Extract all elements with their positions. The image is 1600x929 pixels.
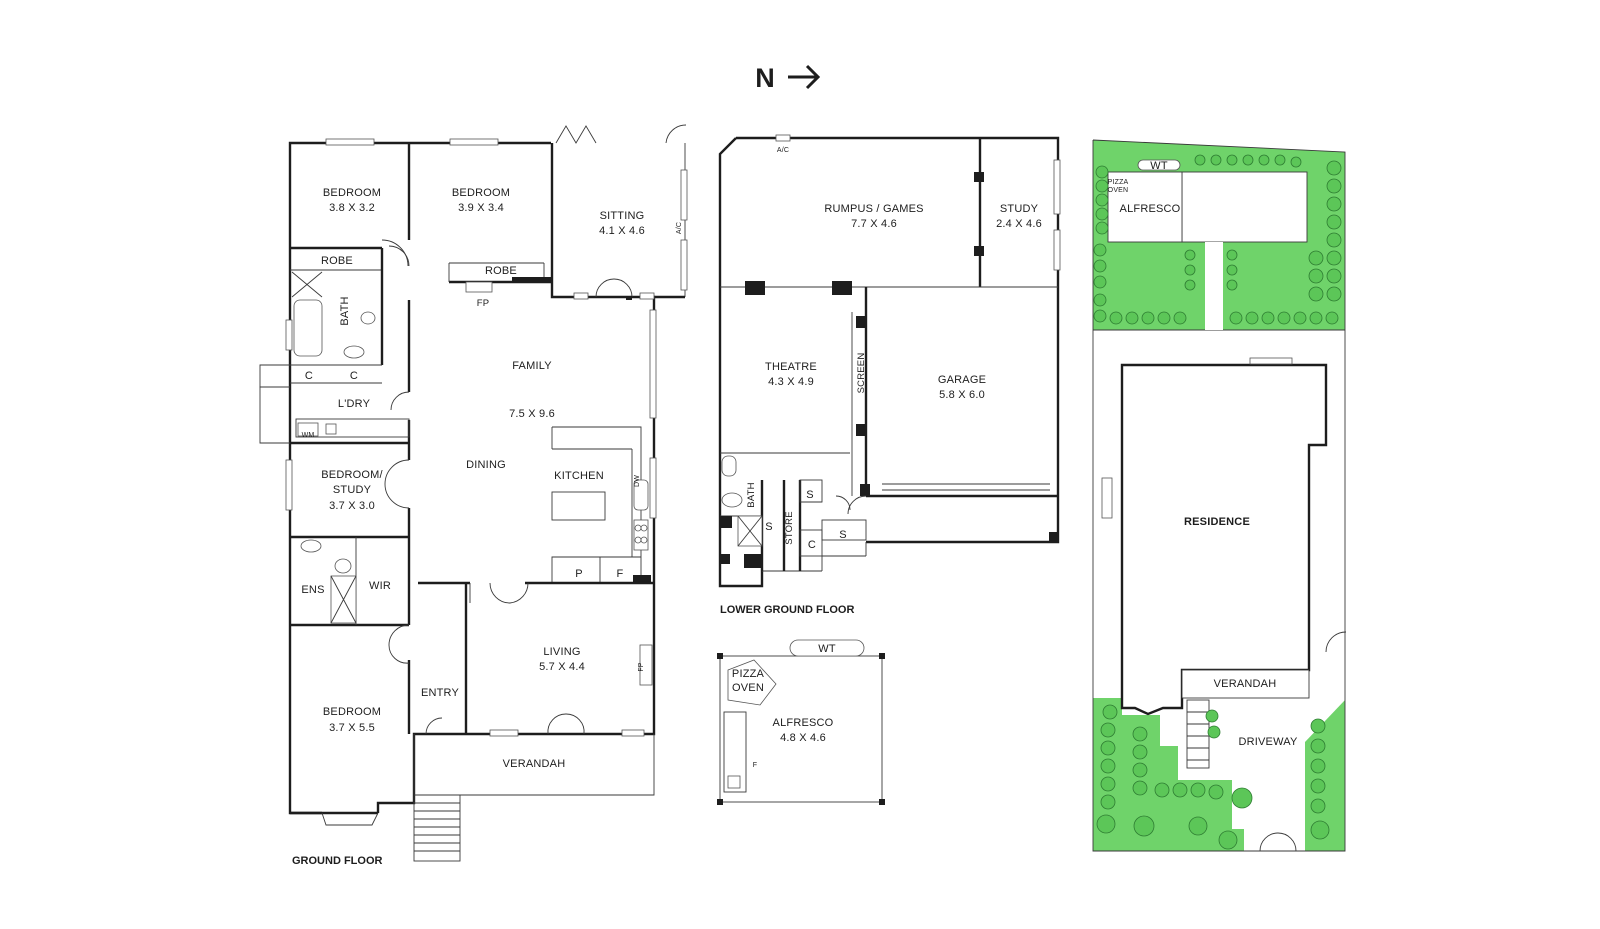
room-size: 3.7 X 3.0 [329,500,375,512]
room-name: FAMILY [512,360,552,372]
room-size: 3.7 X 5.5 [329,722,375,734]
kitchen-label: KITCHEN [554,470,604,482]
screen-label: SCREEN [856,353,867,394]
room-name-line2: STUDY [333,484,372,496]
ac-label: A/C [777,147,789,154]
laundry-label: L'DRY [338,398,371,410]
entry-label: ENTRY [421,687,460,699]
north-indicator: N [755,63,821,93]
cupboard-label: C [350,370,358,382]
wir-label: WIR [369,580,391,592]
room-size: 4.3 X 4.9 [768,376,814,388]
cupboard-label: C [305,370,313,382]
driveway-label: DRIVEWAY [1238,736,1298,748]
room-name: LIVING [543,646,580,658]
room-size: 4.1 X 4.6 [599,225,645,237]
alfresco-plan [717,639,885,805]
room-size: 7.7 X 4.6 [851,218,897,230]
room-size: 4.8 X 4.6 [780,732,826,744]
shelf-label: S [765,521,773,533]
pantry-label: P [575,568,583,580]
side-lawn [1305,700,1345,851]
water-tank-label: WT [1150,160,1168,172]
pizza-oven-label: PIZZA [1108,179,1129,186]
room-size: 3.9 X 3.4 [458,202,504,214]
bath-label: BATH [746,482,757,507]
pizza-oven-label: PIZZA [732,668,765,680]
ac-label: A/C [676,222,683,234]
ground-floor-labels: BEDROOM 3.8 X 3.2 BEDROOM 3.9 X 3.4 SITT… [292,187,683,867]
alfresco-label: ALFRESCO [1120,203,1181,215]
room-name: BEDROOM [323,706,381,718]
room-name: THEATRE [765,361,817,373]
room-size: 5.7 X 4.4 [539,661,585,673]
site-plan-labels: WT PIZZA OVEN ALFRESCO RESIDENCE VERANDA… [1108,160,1298,748]
room-size: 3.8 X 3.2 [329,202,375,214]
ground-floor-title: GROUND FLOOR [292,855,382,867]
room-name: BEDROOM [452,187,510,199]
shelf-label: S [806,489,814,501]
front-lawn [1093,698,1244,851]
room-name: RUMPUS / GAMES [824,203,923,215]
pizza-oven-label-line2: OVEN [1108,187,1129,194]
room-size: 2.4 X 4.6 [996,218,1042,230]
north-letter: N [755,63,775,93]
lower-ground-floor-plan [718,134,1061,588]
verandah-label: VERANDAH [1214,678,1277,690]
lower-ground-floor-title: LOWER GROUND FLOOR [720,604,854,616]
room-name: SITTING [600,210,645,222]
room-name: GARAGE [938,374,986,386]
fireplace-label: FP [477,298,490,309]
shelf-label: S [839,529,847,541]
room-name: BEDROOM/ [321,469,383,481]
fireplace-label: FP [638,662,645,671]
store-label: STORE [784,511,795,545]
tree-rows [1093,154,1342,850]
washing-machine-label: WM [302,432,315,439]
room-name: STUDY [1000,203,1039,215]
verandah-label: VERANDAH [503,758,566,770]
lower-ground-floor-labels: A/C RUMPUS / GAMES 7.7 X 4.6 STUDY 2.4 X… [720,147,1042,616]
room-name: ALFRESCO [773,717,834,729]
residence-label: RESIDENCE [1184,516,1250,528]
site-plan [1092,139,1347,852]
robe-label: ROBE [485,265,517,277]
cupboard-label: C [808,539,816,551]
room-size: 7.5 X 9.6 [509,408,555,420]
alfresco-labels: WT PIZZA OVEN ALFRESCO 4.8 X 4.6 F [732,643,836,769]
room-size: 5.8 X 6.0 [939,389,985,401]
robe-label: ROBE [321,255,353,267]
bath-label: BATH [339,296,351,325]
ground-floor-plan [259,124,688,862]
fridge-label: F [617,568,624,580]
ensuite-label: ENS [301,584,324,596]
dining-label: DINING [466,459,506,471]
pizza-oven-label-line2: OVEN [732,682,764,694]
room-name: BEDROOM [323,187,381,199]
water-tank-label: WT [818,643,836,655]
entry-stairs [413,794,461,862]
arrow-right-icon [788,64,821,90]
dishwasher-label: DW [634,475,641,487]
fridge-label: F [753,762,757,769]
